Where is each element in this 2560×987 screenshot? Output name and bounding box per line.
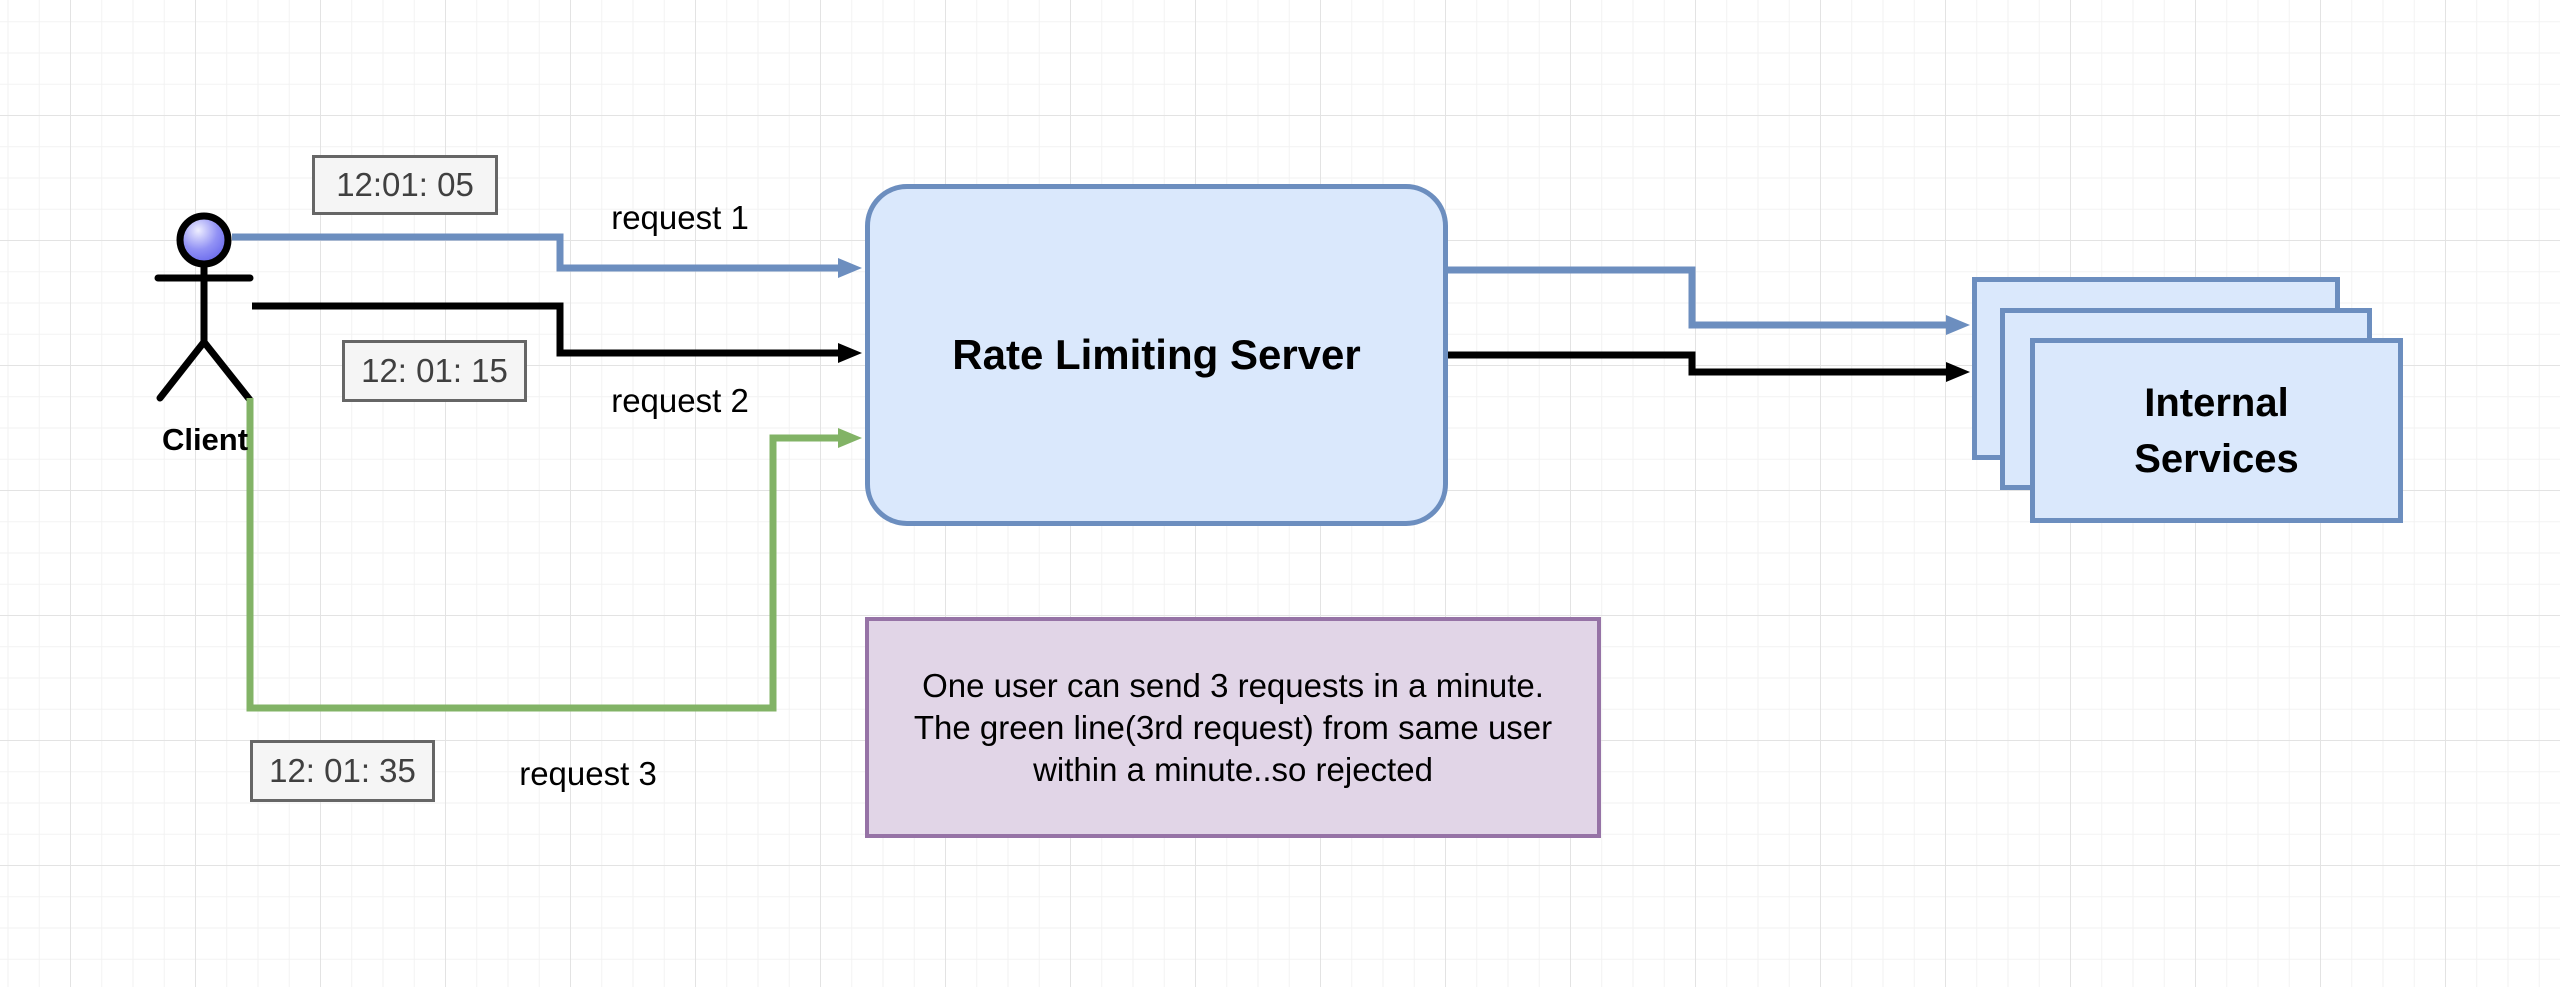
actor-right-leg bbox=[200, 338, 254, 404]
rate-limiting-server-node[interactable]: Rate Limiting Server bbox=[865, 184, 1448, 526]
client-actor[interactable] bbox=[154, 212, 254, 404]
request-1-arrow[interactable] bbox=[232, 233, 862, 278]
note-line-2: The green line(3rd request) from same us… bbox=[913, 708, 1553, 746]
internal-services-label-line-2: Services bbox=[2134, 436, 2299, 481]
rate-limit-note[interactable]: One user can send 3 requests in a minute… bbox=[865, 617, 1601, 838]
internal-services-label-line-1: Internal bbox=[2144, 380, 2289, 425]
request-1-label: request 1 bbox=[611, 199, 749, 236]
request-2-arrow[interactable] bbox=[252, 302, 862, 363]
internal-services-node[interactable]: Internal Services bbox=[2030, 338, 2403, 523]
timestamp-request-1[interactable]: 12:01: 05 bbox=[312, 155, 498, 215]
request-3-label: request 3 bbox=[519, 755, 657, 792]
timestamp-request-2[interactable]: 12: 01: 15 bbox=[342, 340, 527, 402]
server-to-services-black-arrow[interactable] bbox=[1448, 351, 1970, 382]
timestamp-3-text: 12: 01: 35 bbox=[269, 752, 416, 789]
note-line-1: One user can send 3 requests in a minute… bbox=[922, 666, 1544, 704]
actor-left-leg bbox=[156, 338, 208, 402]
timestamp-request-3[interactable]: 12: 01: 35 bbox=[250, 740, 435, 802]
timestamp-1-text: 12:01: 05 bbox=[336, 166, 474, 203]
note-line-3: within a minute..so rejected bbox=[1033, 750, 1433, 788]
client-label: Client bbox=[161, 422, 249, 457]
rate-limiting-server-label: Rate Limiting Server bbox=[952, 331, 1361, 378]
server-to-services-blue-arrow[interactable] bbox=[1448, 266, 1970, 335]
request-2-label: request 2 bbox=[611, 382, 749, 419]
timestamp-2-text: 12: 01: 15 bbox=[361, 352, 508, 389]
request-3-arrow[interactable] bbox=[246, 398, 862, 712]
actor-head bbox=[176, 212, 232, 268]
